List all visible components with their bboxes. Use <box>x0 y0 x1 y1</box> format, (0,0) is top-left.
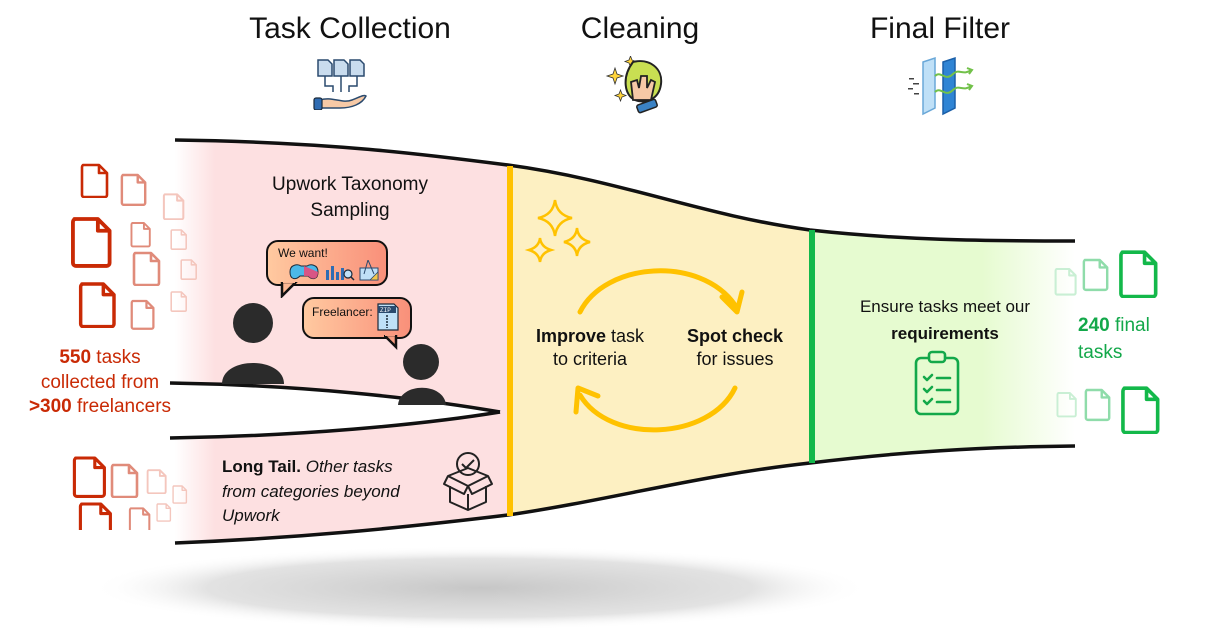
hand-receiving-documents-icon <box>313 59 367 110</box>
document-icon <box>1056 391 1077 418</box>
person-left-icon <box>222 303 284 384</box>
document-icon <box>170 229 187 250</box>
freelancer-bubble-text: Freelancer: <box>312 305 373 319</box>
person-right-icon <box>398 344 446 405</box>
long-tail-label: Long Tail. <box>222 457 302 476</box>
spot-check-line2: for issues <box>696 349 774 370</box>
document-icon <box>1054 267 1077 296</box>
long-tail-line3: Upwork <box>222 506 280 526</box>
stage-title-task-collection: Task Collection <box>249 12 451 45</box>
final-summary: 240 final tasks <box>1078 313 1188 366</box>
split-top-outline <box>169 381 501 414</box>
document-icon <box>156 503 172 522</box>
spot-check-label: Spot check <box>686 326 784 346</box>
improve-line2: to criteria <box>552 349 628 370</box>
document-icon <box>130 299 155 330</box>
chart-magnifier-icon <box>326 266 355 281</box>
document-icon <box>70 217 112 268</box>
document-icon <box>78 282 116 328</box>
freelancer-count: >300 <box>28 396 72 418</box>
sparkles-icon <box>524 199 591 263</box>
spot-check-text: Spot check for issues <box>665 325 805 372</box>
stage-title-cleaning: Cleaning <box>580 12 700 45</box>
collection-region <box>175 140 508 543</box>
filter-region <box>810 230 1075 463</box>
document-icon <box>120 173 147 206</box>
document-icon <box>130 221 151 248</box>
split-wedge <box>170 383 500 438</box>
collected-line1: tasks <box>91 347 141 368</box>
heading-line1: Upwork Taxonomy <box>272 174 428 195</box>
document-icon <box>146 469 167 494</box>
collected-summary: 550 tasks collected from >300 freelancer… <box>0 346 200 420</box>
funnel-bottom-outline <box>174 444 1076 545</box>
document-icon <box>162 193 185 220</box>
final-count: 240 <box>1078 315 1110 336</box>
document-icon <box>1121 386 1160 434</box>
stage-title-final-filter: Final Filter <box>869 12 1011 45</box>
freelancer-speech-bubble: Freelancer: ZIP <box>302 297 412 351</box>
bubble-tail <box>384 335 398 351</box>
document-icon <box>132 251 161 286</box>
long-tail-line2: from categories beyond <box>222 481 400 501</box>
filter-requirements: requirements <box>891 324 999 344</box>
document-icon <box>180 259 197 280</box>
gamepad-icon <box>289 264 319 280</box>
document-icon <box>1119 250 1158 298</box>
cleaning-region <box>508 165 810 516</box>
client-speech-bubble: We want! <box>266 240 388 298</box>
document-icon <box>110 463 139 498</box>
document-icon <box>128 507 151 530</box>
improve-task-text: Improve task to criteria <box>515 325 665 372</box>
incoming-documents-icons <box>70 163 197 530</box>
svg-text:ZIP: ZIP <box>380 307 391 314</box>
collected-line2: collected from <box>40 371 160 393</box>
document-icon <box>170 291 187 312</box>
document-icon <box>1082 258 1109 292</box>
zip-file-icon: ZIP <box>377 303 399 331</box>
funnel-top-outline <box>174 138 1076 243</box>
document-icon <box>1084 388 1111 422</box>
document-icon <box>78 502 112 530</box>
clipboard-checklist-icon <box>914 350 960 416</box>
long-tail-line1: Other tasks <box>301 457 393 476</box>
document-icon <box>72 456 106 498</box>
final-line1: final <box>1109 315 1150 336</box>
blueprint-icon <box>359 260 379 281</box>
document-icon <box>80 163 109 198</box>
improve-rest: task <box>606 326 645 346</box>
upwork-taxonomy-heading: Upwork Taxonomy Sampling <box>230 172 470 223</box>
collected-line3: freelancers <box>71 396 172 418</box>
client-bubble-text: We want! <box>278 246 328 260</box>
long-tail-description: Long Tail. Other tasks from categories b… <box>222 455 452 529</box>
client-bubble-icons <box>289 260 379 281</box>
filter-panels-icon <box>908 56 974 116</box>
hand-wiping-sparkle-icon <box>605 56 663 114</box>
checked-box-icon <box>443 452 493 511</box>
improve-label: Improve <box>535 326 606 346</box>
split-bottom-outline <box>169 410 501 440</box>
cycle-arrows-icon <box>573 268 745 433</box>
collected-count: 550 <box>59 347 92 368</box>
filter-description: Ensure tasks meet our requirements <box>825 293 1065 347</box>
final-line2: tasks <box>1078 341 1123 363</box>
heading-line2: Sampling <box>310 199 390 221</box>
ground-shadow <box>90 546 870 630</box>
document-icon <box>172 485 188 504</box>
filter-line1: Ensure tasks meet our <box>859 297 1031 316</box>
bubble-tail <box>280 282 298 298</box>
